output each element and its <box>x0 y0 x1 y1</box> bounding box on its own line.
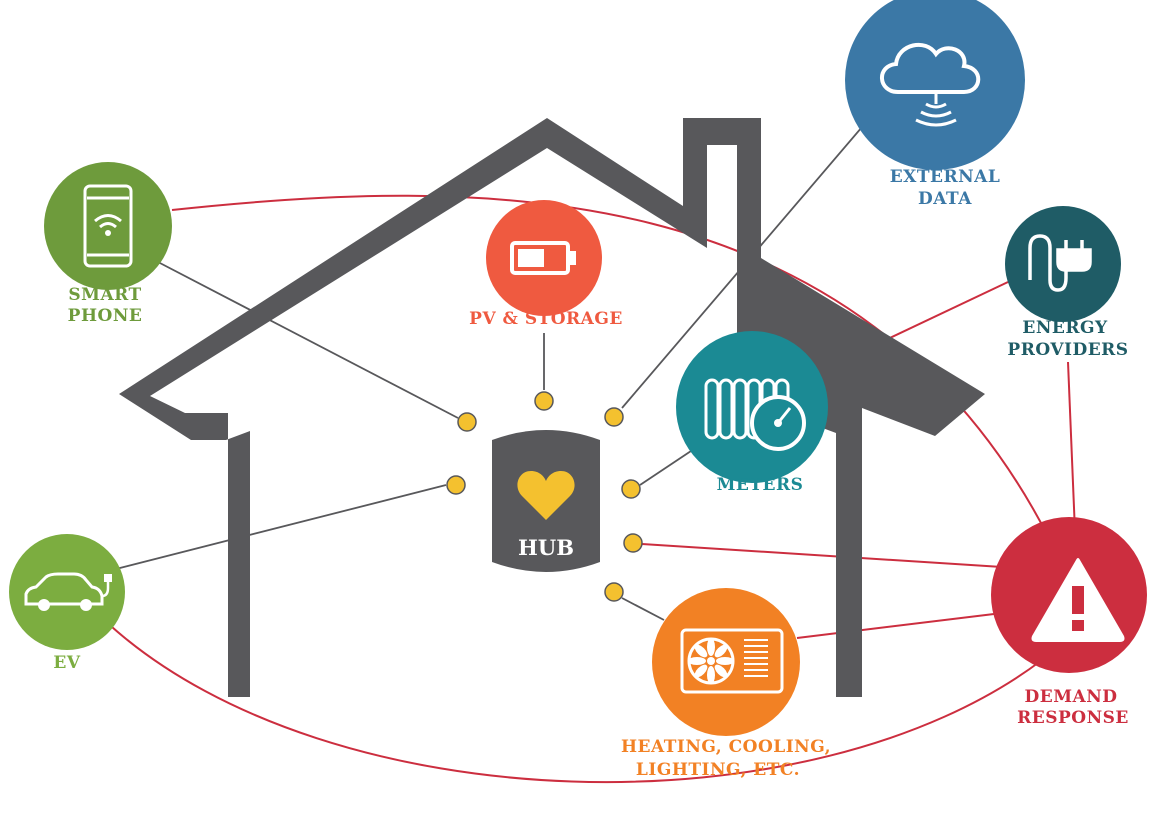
pv-storage-label: PV & STORAGE <box>469 309 623 329</box>
port-cloud <box>604 407 624 427</box>
hub-label: HUB <box>518 535 574 560</box>
energy-providers-to-demand-response-line <box>1067 361 1076 533</box>
ev-node: EV <box>9 534 125 673</box>
meters-to-hub-line <box>639 444 701 486</box>
wifi-dot <box>105 230 111 236</box>
meters-node: METERS <box>676 331 828 495</box>
smart-phone-circle <box>44 162 172 290</box>
heating-node: HEATING, COOLING, LIGHTING, ETC. <box>621 588 831 780</box>
external-data-circle <box>845 0 1025 170</box>
smart-phone-label-line2: PHONE <box>68 306 143 326</box>
port-demand <box>623 533 643 553</box>
external-data-node: EXTERNAL DATA <box>845 0 1025 209</box>
ev-to-demand-response-curve <box>111 626 1043 783</box>
port-meters <box>621 479 641 499</box>
hub-ports <box>446 391 643 602</box>
phone-to-hub-line <box>157 261 459 419</box>
smartphone-icon <box>83 184 133 268</box>
cloud-icon <box>880 43 981 127</box>
heating-label-line2: LIGHTING, ETC. <box>636 760 800 780</box>
pv-storage-node: PV & STORAGE <box>469 200 623 329</box>
hub: HUB <box>492 430 600 572</box>
port-ev <box>446 475 466 495</box>
ev-label: EV <box>53 653 80 673</box>
demand-response-node: DEMAND RESPONSE <box>991 517 1147 728</box>
gauge-icon <box>750 395 806 451</box>
external-data-label-line1: EXTERNAL <box>890 167 1001 187</box>
hub-to-demand-response-line <box>641 543 1003 568</box>
port-heating <box>604 582 624 602</box>
ac-unit-icon <box>680 628 784 694</box>
ev-to-hub-line <box>111 484 447 571</box>
energy-providers-node: ENERGY PROVIDERS <box>1005 206 1128 360</box>
energy-providers-label-line2: PROVIDERS <box>1007 340 1128 360</box>
meters-circle <box>676 331 828 483</box>
warning-icon <box>1031 558 1125 642</box>
ev-circle <box>9 534 125 650</box>
demand-response-label-line1: DEMAND <box>1025 687 1118 707</box>
heating-label-line1: HEATING, COOLING, <box>621 737 831 757</box>
port-pv <box>534 391 554 411</box>
port-phone <box>457 412 477 432</box>
house-outline <box>119 118 985 697</box>
smart-phone-label-line1: SMART <box>68 285 141 305</box>
meters-label: METERS <box>717 475 804 495</box>
demand-response-label-line2: RESPONSE <box>1017 708 1129 728</box>
car-icon <box>24 572 112 611</box>
house-roof-and-walls <box>119 118 985 697</box>
smart-phone-node: SMART PHONE <box>44 162 172 326</box>
heart-icon <box>517 471 575 520</box>
battery-icon <box>510 241 576 275</box>
external-data-label-line2: DATA <box>918 189 972 209</box>
heating-to-demand-response-line <box>796 613 995 639</box>
plug-icon <box>1028 234 1092 292</box>
heating-to-hub-line <box>621 597 665 621</box>
energy-providers-label-line1: ENERGY <box>1022 318 1108 338</box>
